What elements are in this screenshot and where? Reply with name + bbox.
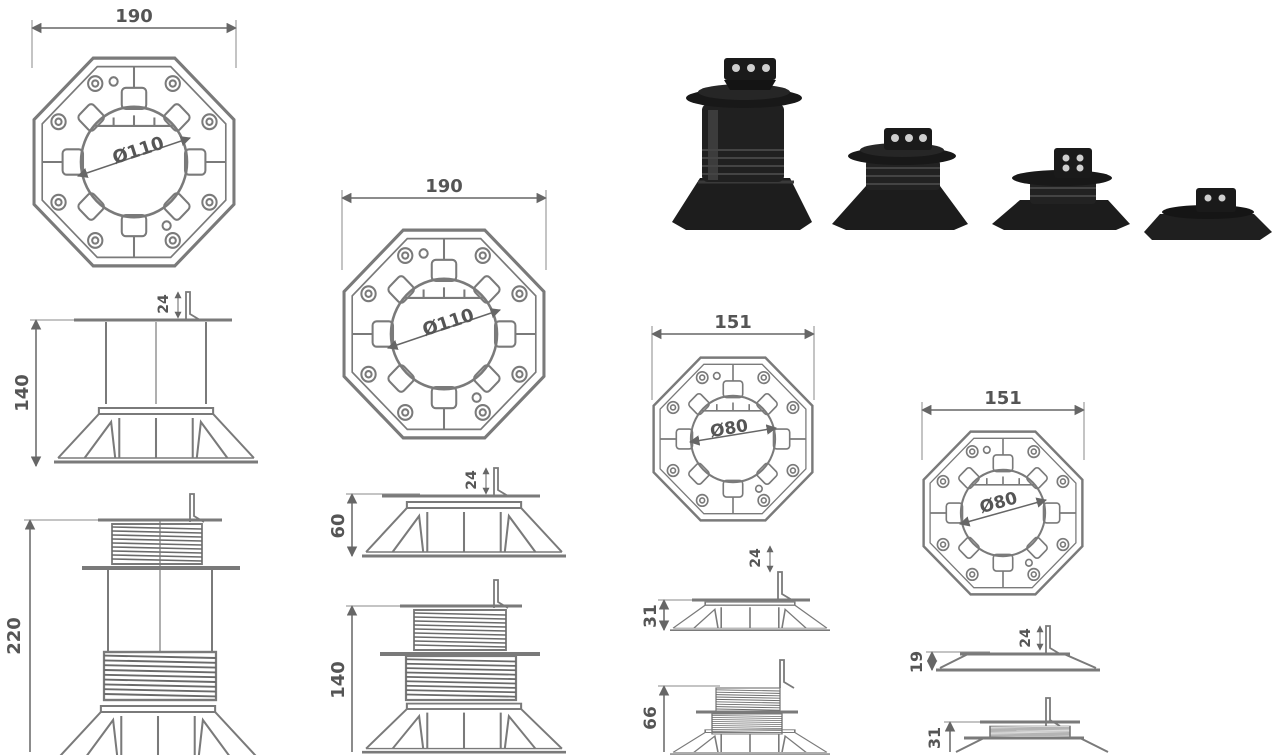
large-pedestal-2-extended-view: 140 bbox=[328, 579, 568, 754]
extended-height-label: 31 bbox=[925, 727, 944, 749]
extended-height-label: 220 bbox=[4, 617, 25, 655]
small-pedestal-photo bbox=[992, 148, 1130, 230]
large-pedestal-side-view: 140 24 bbox=[12, 291, 260, 468]
width-label: 151 bbox=[984, 388, 1022, 409]
small-pedestal-side-view: 19 24 bbox=[907, 625, 1100, 673]
extended-height-label: 140 bbox=[328, 661, 349, 699]
large-pedestal-2-top-view: 190 Ø110 bbox=[340, 176, 548, 440]
large-pedestal-2-side-view: 60 24 bbox=[328, 467, 568, 558]
large-pedestal-photo bbox=[672, 58, 812, 230]
width-label: 151 bbox=[714, 312, 752, 333]
medium-pedestal-extended-view: 66 bbox=[641, 659, 832, 755]
diameter-label: Ø110 bbox=[420, 305, 477, 341]
width-label: 190 bbox=[425, 176, 463, 197]
tab-height-label: 24 bbox=[156, 294, 172, 314]
medium-pedestal-side-view: 31 24 bbox=[641, 545, 832, 632]
tab-height-label: 24 bbox=[748, 548, 764, 568]
width-label: 190 bbox=[115, 6, 153, 27]
diameter-label: Ø110 bbox=[110, 133, 167, 169]
medium-pedestal-top-view: 151 Ø80 bbox=[650, 312, 816, 522]
height-label: 60 bbox=[328, 513, 349, 538]
medium-pedestal-photo bbox=[832, 128, 968, 230]
small-pedestal-top-view: 151 Ø80 bbox=[920, 388, 1086, 596]
large-pedestal-extended-view: 220 bbox=[4, 493, 262, 755]
height-label: 19 bbox=[907, 651, 926, 673]
diameter-label: Ø80 bbox=[709, 416, 750, 442]
height-label: 140 bbox=[12, 374, 33, 412]
large-pedestal-top-view: 190 Ø110 bbox=[30, 6, 238, 268]
product-photo-group bbox=[672, 58, 1272, 240]
extended-height-label: 66 bbox=[641, 706, 661, 730]
tab-height-label: 24 bbox=[464, 470, 480, 490]
small-pedestal-extended-view: 31 bbox=[925, 697, 1109, 753]
mini-pedestal-photo bbox=[1144, 188, 1272, 240]
height-label: 31 bbox=[641, 604, 661, 628]
tab-height-label: 24 bbox=[1018, 628, 1034, 648]
